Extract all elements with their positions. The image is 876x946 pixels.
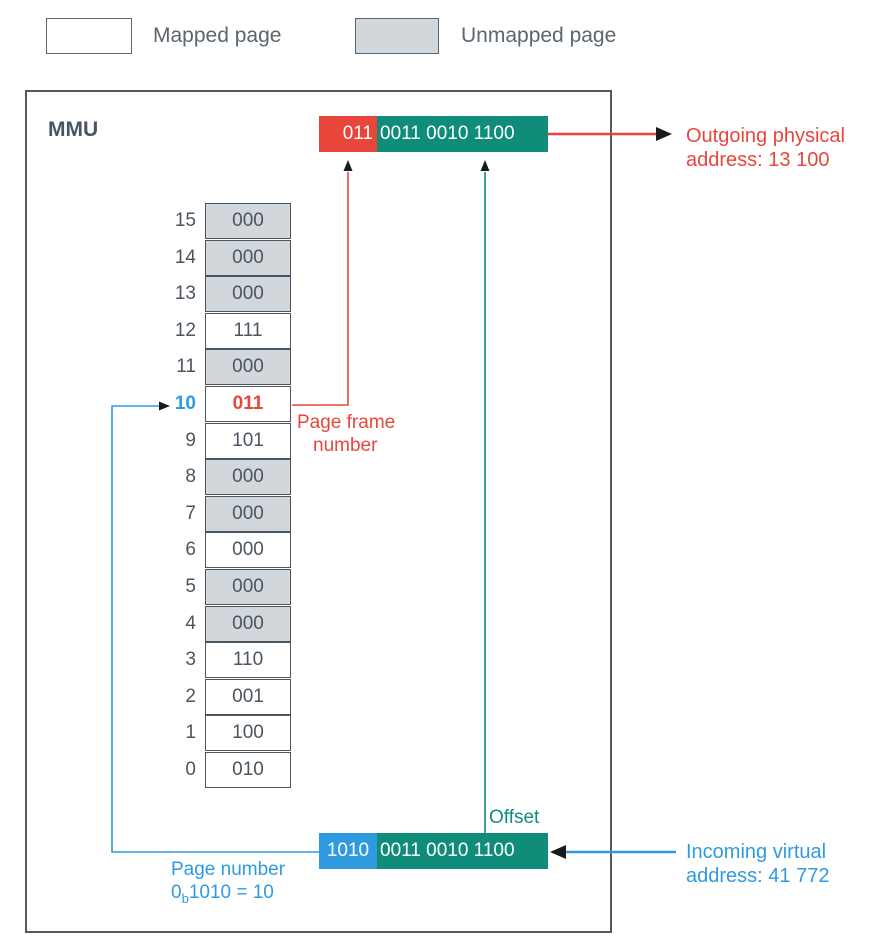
outgoing-physical-label: Outgoing physical address: 13 100 <box>686 124 845 172</box>
frame-number-arrow-line <box>292 172 349 406</box>
page-number-base: 0 <box>171 882 182 903</box>
page-frame-line2: number <box>313 435 378 456</box>
physical-frame-bits: 011 <box>319 116 377 152</box>
page-table-entry-mapped: 100 <box>205 715 291 751</box>
page-number-rest: 1010 = 10 <box>188 882 274 903</box>
page-table-index: 11 <box>176 356 196 377</box>
incoming-arrowhead <box>550 845 566 859</box>
page-number-sub: b <box>181 890 189 906</box>
page-table-index: 9 <box>185 430 196 451</box>
page-number-line1: Page number <box>171 859 286 880</box>
incoming-virtual-line2: address: 41 772 <box>686 865 830 887</box>
outgoing-physical-line1: Outgoing physical <box>686 125 845 147</box>
page-frame-number-label: Page frame number <box>297 411 395 457</box>
page-table-entry-unmapped: 000 <box>205 203 291 239</box>
page-table-index: 4 <box>185 613 196 634</box>
legend-unmapped-label: Unmapped page <box>461 24 617 47</box>
outgoing-physical-line2: address: 13 100 <box>686 149 830 171</box>
physical-offset-bits: 0011 0010 1100 <box>377 116 548 152</box>
page-number-label: Page number 0b1010 = 10 <box>171 858 285 910</box>
page-table-entry-unmapped: 000 <box>205 459 291 495</box>
page-table-entry-mapped: 110 <box>205 642 291 678</box>
page-number-arrow-line <box>111 405 319 853</box>
legend-mapped-label: Mapped page <box>153 24 282 47</box>
page-table-entry-mapped: 000 <box>205 532 291 568</box>
page-table-index: 15 <box>174 210 196 231</box>
outgoing-arrowhead <box>656 127 672 141</box>
page-table-entry-unmapped: 000 <box>205 496 291 532</box>
page-number-arrowhead <box>159 401 170 411</box>
virtual-page-bits: 1010 <box>319 833 377 869</box>
page-table-index: 7 <box>185 503 196 524</box>
virtual-offset-bits: 0011 0010 1100 <box>377 833 548 869</box>
page-table-index: 12 <box>174 320 196 341</box>
page-table-entry-unmapped: 000 <box>205 276 291 312</box>
page-table-entry-unmapped: 000 <box>205 606 291 642</box>
page-table-index: 0 <box>185 759 196 780</box>
mmu-title: MMU <box>48 118 99 141</box>
page-frame-line1: Page frame <box>297 412 396 433</box>
page-table-index: 10 <box>174 393 196 414</box>
mmu-box <box>25 90 612 933</box>
incoming-virtual-line1: Incoming virtual <box>686 841 827 863</box>
frame-number-arrowhead <box>343 160 353 171</box>
page-table-entry-mapped: 101 <box>205 423 291 459</box>
page-table-entry-unmapped: 000 <box>205 569 291 605</box>
page-table-entry-mapped: 010 <box>205 752 291 788</box>
page-table-index: 3 <box>185 649 196 670</box>
offset-arrowhead <box>480 160 490 171</box>
page-table-index: 13 <box>174 283 196 304</box>
offset-label: Offset <box>489 807 540 828</box>
page-table-entry-unmapped: 000 <box>205 240 291 276</box>
page-table-index: 6 <box>185 539 196 560</box>
page-table-index: 2 <box>185 686 196 707</box>
incoming-virtual-label: Incoming virtual address: 41 772 <box>686 840 829 888</box>
page-table-entry-mapped: 011 <box>205 386 291 422</box>
page-table-index: 5 <box>185 576 196 597</box>
page-table-entry-mapped: 001 <box>205 679 291 715</box>
page-table-index: 14 <box>174 247 196 268</box>
page-table-entry-mapped: 111 <box>205 313 291 349</box>
legend-unmapped-swatch <box>355 18 439 54</box>
page-number-line2: 0b1010 = 10 <box>171 881 285 910</box>
page-table-index: 1 <box>185 722 196 743</box>
legend-mapped-swatch <box>46 18 132 54</box>
page-table-index: 8 <box>185 466 196 487</box>
page-table-entry-unmapped: 000 <box>205 349 291 385</box>
